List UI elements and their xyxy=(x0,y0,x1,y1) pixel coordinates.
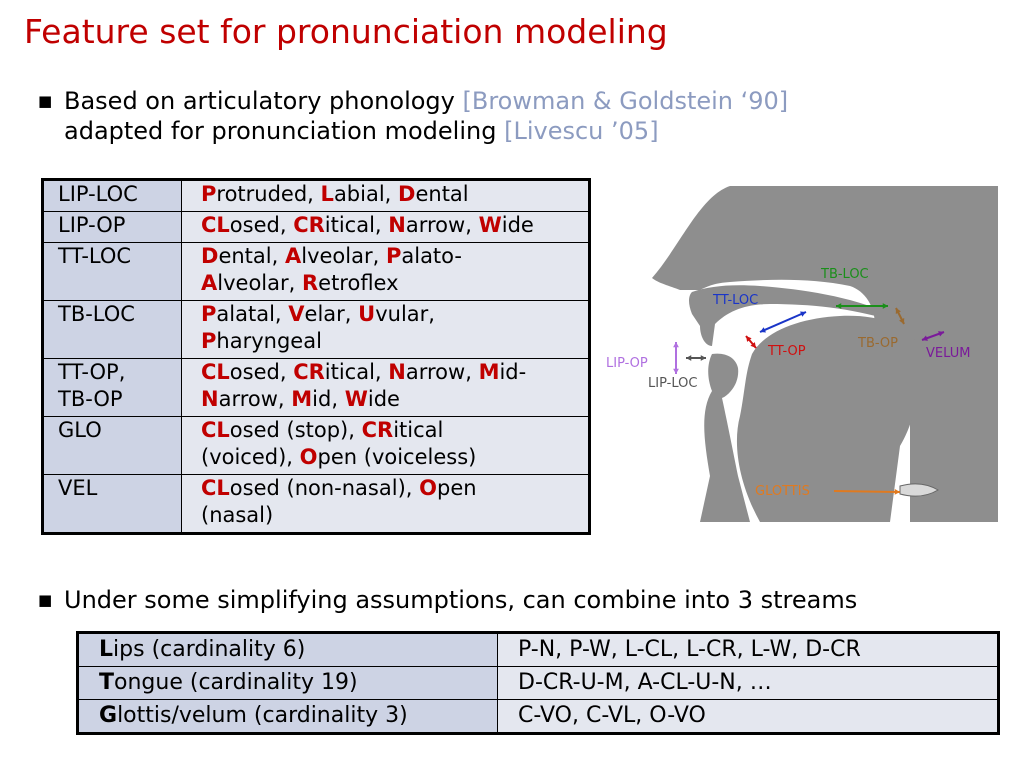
value-initial: A xyxy=(284,244,302,268)
feature-values: CLosed, CRitical, Narrow, Wide xyxy=(181,211,590,243)
streams-table: Lips (cardinality 6)P-N, P-W, L-CL, L-CR… xyxy=(76,631,1000,735)
value-initial: V xyxy=(288,302,305,326)
arrow-velum xyxy=(921,331,945,341)
lower-lip xyxy=(700,353,750,522)
value-initial: CR xyxy=(293,360,325,384)
slide-title: Feature set for pronunciation modeling xyxy=(24,12,668,51)
value-initial: D xyxy=(201,244,219,268)
bullet-text-line1: Based on articulatory phonology xyxy=(64,87,455,115)
stream-name: Tongue (cardinality 19) xyxy=(77,666,498,700)
glottis-shape xyxy=(899,483,939,497)
value-initial: M xyxy=(291,387,313,411)
tongue xyxy=(736,315,920,522)
stream-row: Glottis/velum (cardinality 3)C-VO, C-VL,… xyxy=(77,699,999,734)
label-glottis: GLOTTIS xyxy=(755,484,810,499)
value-initial: N xyxy=(201,387,219,411)
value-initial: P xyxy=(201,182,217,206)
feature-name: TT-LOC xyxy=(42,242,182,301)
bullet-square-icon: ■ xyxy=(38,591,53,609)
feature-name: VEL xyxy=(42,474,182,534)
arrow-tt-op xyxy=(745,335,757,349)
arrow-glottis xyxy=(833,489,901,495)
value-initial: CL xyxy=(201,476,230,500)
feature-name: LIP-OP xyxy=(42,211,182,243)
citation-livescu: [Livescu ’05] xyxy=(504,117,659,145)
value-initial: CR xyxy=(361,418,394,442)
label-tt-op: TT-OP xyxy=(767,344,806,359)
label-tb-op: TB-OP xyxy=(857,336,898,351)
value-initial: P xyxy=(385,244,402,268)
value-initial: O xyxy=(419,476,437,500)
arrow-lip-op xyxy=(673,342,679,374)
arrow-tb-op xyxy=(895,307,905,325)
feature-name: GLO xyxy=(42,416,182,475)
value-initial: R xyxy=(301,271,319,295)
label-lip-op: LIP-OP xyxy=(606,356,648,371)
feature-values: CLosed (non-nasal), Open(nasal) xyxy=(181,474,590,534)
label-velum: VELUM xyxy=(926,346,970,361)
stream-name: Lips (cardinality 6) xyxy=(77,632,498,667)
value-initial: O xyxy=(299,445,318,469)
label-tb-loc: TB-LOC xyxy=(820,267,869,282)
citation-browman-goldstein: [Browman & Goldstein ‘90] xyxy=(462,87,789,115)
value-initial: A xyxy=(201,271,218,295)
arrow-lip-loc xyxy=(686,355,706,361)
label-tt-loc: TT-LOC xyxy=(712,293,758,308)
stream-row: Tongue (cardinality 19)D-CR-U-M, A-CL-U-… xyxy=(77,666,999,700)
value-initial: W xyxy=(344,387,368,411)
bullet-text-line2: adapted for pronunciation modeling xyxy=(64,117,497,145)
value-initial: CL xyxy=(201,418,230,442)
stream-name: Glottis/velum (cardinality 3) xyxy=(77,699,498,734)
stream-values: D-CR-U-M, A-CL-U-N, … xyxy=(497,666,999,700)
bullet-square-icon: ■ xyxy=(38,92,53,110)
label-lip-loc: LIP-LOC xyxy=(648,376,697,391)
value-initial: U xyxy=(358,302,376,326)
value-initial: P xyxy=(201,329,217,353)
value-initial: W xyxy=(478,213,502,237)
value-initial: D xyxy=(398,182,416,206)
feature-values: CLosed (stop), CRitical(voiced), Open (v… xyxy=(181,416,590,475)
feature-values: CLosed, CRitical, Narrow, Mid-Narrow, Mi… xyxy=(181,358,590,417)
feature-name: TB-LOC xyxy=(42,300,182,359)
value-initial: N xyxy=(388,360,406,384)
value-initial: P xyxy=(201,302,217,326)
value-initial: CR xyxy=(293,213,325,237)
value-initial: L xyxy=(320,182,334,206)
feature-name: LIP-LOC xyxy=(42,179,182,212)
arrow-tb-loc xyxy=(836,303,888,309)
bullet-text: Under some simplifying assumptions, can … xyxy=(64,586,858,614)
upper-lip-palate xyxy=(689,285,890,346)
stream-values: P-N, P-W, L-CL, L-CR, L-W, D-CR xyxy=(497,632,999,667)
stream-values: C-VO, C-VL, O-VO xyxy=(497,699,999,734)
feature-values: Palatal, Velar, Uvular,Pharyngeal xyxy=(181,300,590,359)
vocal-tract-diagram: TB-LOC TT-LOC TB-OP VELUM TT-OP LIP-OP L… xyxy=(600,186,998,522)
arrow-tt-loc xyxy=(759,311,807,333)
value-initial: N xyxy=(388,213,406,237)
feature-name: TT-OP,TB-OP xyxy=(42,358,182,417)
feature-values: Protruded, Labial, Dental xyxy=(181,179,590,212)
bullet-streams: ■ Under some simplifying assumptions, ca… xyxy=(38,585,858,615)
stream-row: Lips (cardinality 6)P-N, P-W, L-CL, L-CR… xyxy=(77,632,999,667)
value-initial: M xyxy=(478,360,500,384)
feature-values: Dental, Alveolar, Palato-Alveolar, Retro… xyxy=(181,242,590,301)
bullet-articulatory-phonology: ■ Based on articulatory phonology [Browm… xyxy=(38,86,789,146)
value-initial: CL xyxy=(201,213,230,237)
value-initial: CL xyxy=(201,360,230,384)
head-tissue xyxy=(652,186,998,522)
